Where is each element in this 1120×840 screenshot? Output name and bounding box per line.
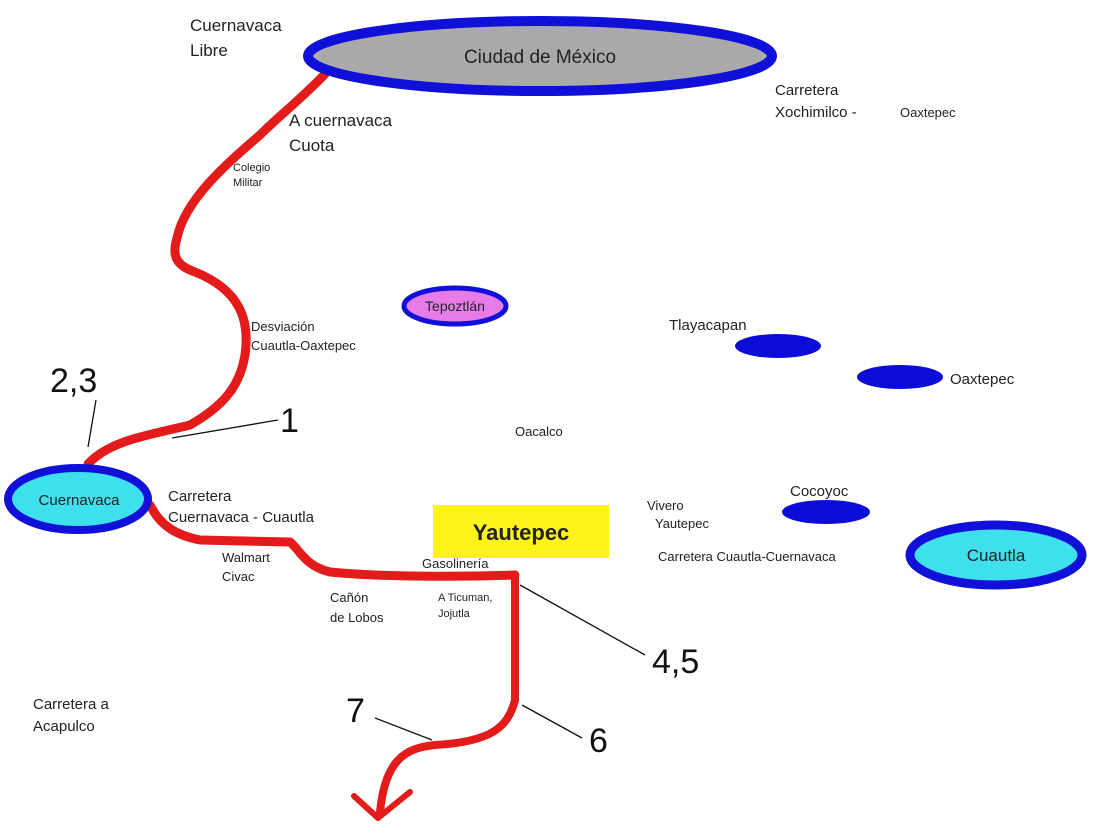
roads: [5, 41, 1005, 812]
label-a-cuernavaca-2: Cuota: [289, 136, 335, 155]
label-xochimilco-3: Oaxtepec: [900, 105, 956, 120]
route-south: [376, 571, 519, 816]
label-desviacion-1: Desviación: [251, 319, 315, 334]
cdmx-label: Ciudad de México: [464, 47, 616, 68]
route-carretera: [145, 500, 520, 581]
label-canon-1: Cañón: [330, 590, 368, 605]
road-oacalco-yautepec: [520, 440, 545, 505]
label-xochimilco-2: Xochimilco -: [775, 104, 857, 121]
label-cocoyoc: Cocoyoc: [790, 483, 849, 500]
leader-45: [519, 584, 646, 656]
marker-2-3: 2,3: [50, 362, 97, 400]
label-cuernavaca-libre-1: Cuernavaca: [190, 16, 282, 35]
label-vivero-2: Yautepec: [655, 516, 709, 531]
label-ticuman-2: Jojutla: [438, 608, 471, 620]
cuernavaca-label: Cuernavaca: [39, 492, 121, 509]
leader-lines: [87, 399, 646, 741]
route: [83, 69, 520, 821]
label-gasolineria: Gasolinería: [422, 556, 489, 571]
marker-1: 1: [280, 402, 299, 440]
cuautla-label: Cuautla: [967, 546, 1026, 565]
label-walmart-2: Civac: [222, 569, 255, 584]
tlayacapan-shape: [735, 334, 821, 358]
road-cocoyoc-south: [812, 524, 825, 538]
road-oaxtepec-cuautla: [920, 378, 1005, 520]
label-canon-2: de Lobos: [330, 610, 384, 625]
label-carretera-cc-2: Cuernavaca - Cuautla: [168, 509, 315, 526]
yautepec-box: [433, 505, 609, 558]
label-carretera-cc-1: Carretera: [168, 488, 232, 505]
label-acapulco-1: Carretera a: [33, 696, 110, 713]
yautepec-label: Yautepec: [473, 520, 570, 545]
leader-6: [521, 704, 583, 739]
cuautla-shape: [905, 520, 1087, 590]
label-walmart-1: Walmart: [222, 550, 270, 565]
label-desviacion-2: Cuautla-Oaxtepec: [251, 338, 356, 353]
cuernavaca-shape: [4, 464, 152, 534]
cdmx-shape: [303, 16, 777, 96]
label-tlayacapan: Tlayacapan: [669, 317, 747, 334]
label-acapulco-2: Acapulco: [33, 718, 95, 735]
route-arrow-head: [351, 789, 413, 821]
leader-23: [87, 399, 97, 448]
label-a-cuernavaca-1: A cuernavaca: [289, 111, 393, 130]
label-carretera-cuautla-cuernavaca: Carretera Cuautla-Cuernavaca: [658, 549, 837, 564]
route-cuota: [83, 69, 330, 469]
label-colegio-1: Colegio: [233, 162, 270, 174]
oaxtepec-shape: [857, 365, 943, 389]
tepoztlan-shape: [401, 285, 509, 327]
label-cuernavaca-libre-2: Libre: [190, 41, 228, 60]
marker-7: 7: [346, 692, 365, 730]
marker-4-5: 4,5: [652, 643, 699, 681]
label-colegio-2: Militar: [233, 177, 263, 189]
label-oacalco: Oacalco: [515, 424, 563, 439]
leader-1: [171, 419, 279, 439]
cocoyoc-shape: [782, 500, 870, 524]
label-oaxtepec: Oaxtepec: [950, 371, 1015, 388]
tepoztlan-label: Tepoztlán: [425, 298, 485, 314]
road-tlayacapan-oaxtepec: [820, 345, 912, 368]
label-ticuman-1: A Ticuman,: [438, 592, 492, 604]
marker-6: 6: [589, 722, 608, 760]
leader-7: [374, 717, 433, 741]
label-xochimilco-1: Carretera: [775, 82, 839, 99]
road-desviacion: [244, 300, 405, 312]
label-vivero-1: Vivero: [647, 498, 684, 513]
